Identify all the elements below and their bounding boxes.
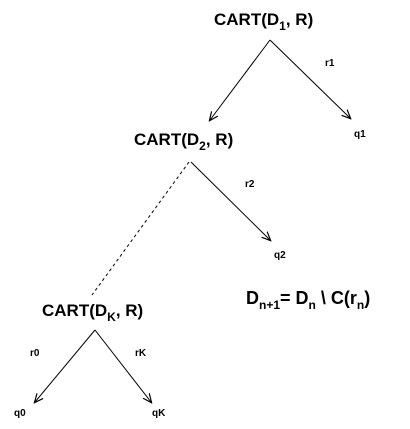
node-root: CART(D1, R) <box>214 10 313 33</box>
edge-label-r1: r1 <box>325 58 335 69</box>
leaf-q1: q1 <box>354 129 366 140</box>
edge-second-to-kth-dashed <box>91 161 190 296</box>
edge-label-r0: r0 <box>30 348 40 359</box>
edge-root-to-second <box>210 39 271 120</box>
node-kth: CART(DK, R) <box>42 301 143 324</box>
formula-set-difference: Dn+1= Dn \ C(rn) <box>246 288 370 312</box>
node-second: CART(D2, R) <box>134 130 233 153</box>
edge-kth-to-q0 <box>35 329 96 402</box>
edge-kth-to-qK <box>94 329 151 402</box>
leaf-qK: qK <box>152 408 166 419</box>
edge-label-r2: r2 <box>245 179 255 190</box>
leaf-q2: q2 <box>274 250 286 261</box>
leaf-q0: q0 <box>14 408 26 419</box>
edge-label-rK: rK <box>135 348 147 359</box>
edge-root-to-q1 <box>269 39 350 118</box>
edge-second-to-q2 <box>190 161 270 240</box>
